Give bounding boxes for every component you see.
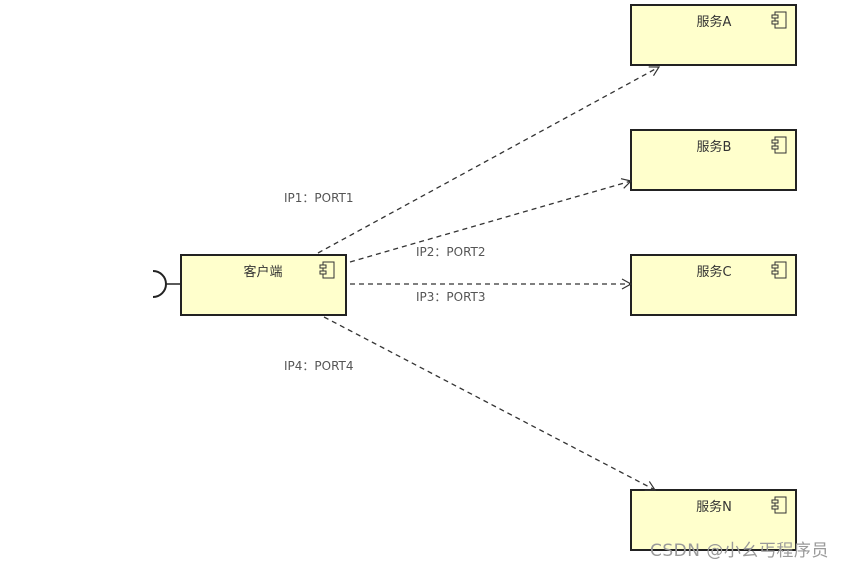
edge-label-ip4: IP4：PORT4 — [284, 359, 354, 373]
service-c-label: 服务C — [696, 264, 731, 280]
client-label: 客户端 — [243, 264, 282, 280]
edge-label-ip2: IP2：PORT2 — [416, 245, 486, 259]
component-icon — [319, 261, 335, 279]
service-a-label: 服务A — [697, 14, 732, 30]
service-n-component[interactable]: 服务N — [630, 489, 797, 551]
service-b-component[interactable]: 服务B — [630, 129, 797, 191]
component-icon — [771, 261, 787, 279]
watermark: CSDN @小幺丐程序员 — [650, 541, 829, 561]
edge-label-ip3: IP3：PORT3 — [416, 290, 486, 304]
edge-to-service-b — [349, 178, 633, 263]
service-c-component[interactable]: 服务C — [630, 254, 797, 316]
component-icon — [771, 11, 787, 29]
component-icon — [771, 136, 787, 154]
edge-label-ip1: IP1：PORT1 — [284, 191, 354, 205]
service-b-label: 服务B — [697, 139, 732, 155]
required-interface-socket — [152, 270, 181, 298]
service-a-component[interactable]: 服务A — [630, 4, 797, 66]
service-n-label: 服务N — [696, 499, 732, 515]
edge-to-service-n — [323, 316, 657, 491]
component-icon — [771, 496, 787, 514]
edge-to-service-a — [317, 66, 661, 254]
client-component[interactable]: 客户端 — [180, 254, 347, 316]
